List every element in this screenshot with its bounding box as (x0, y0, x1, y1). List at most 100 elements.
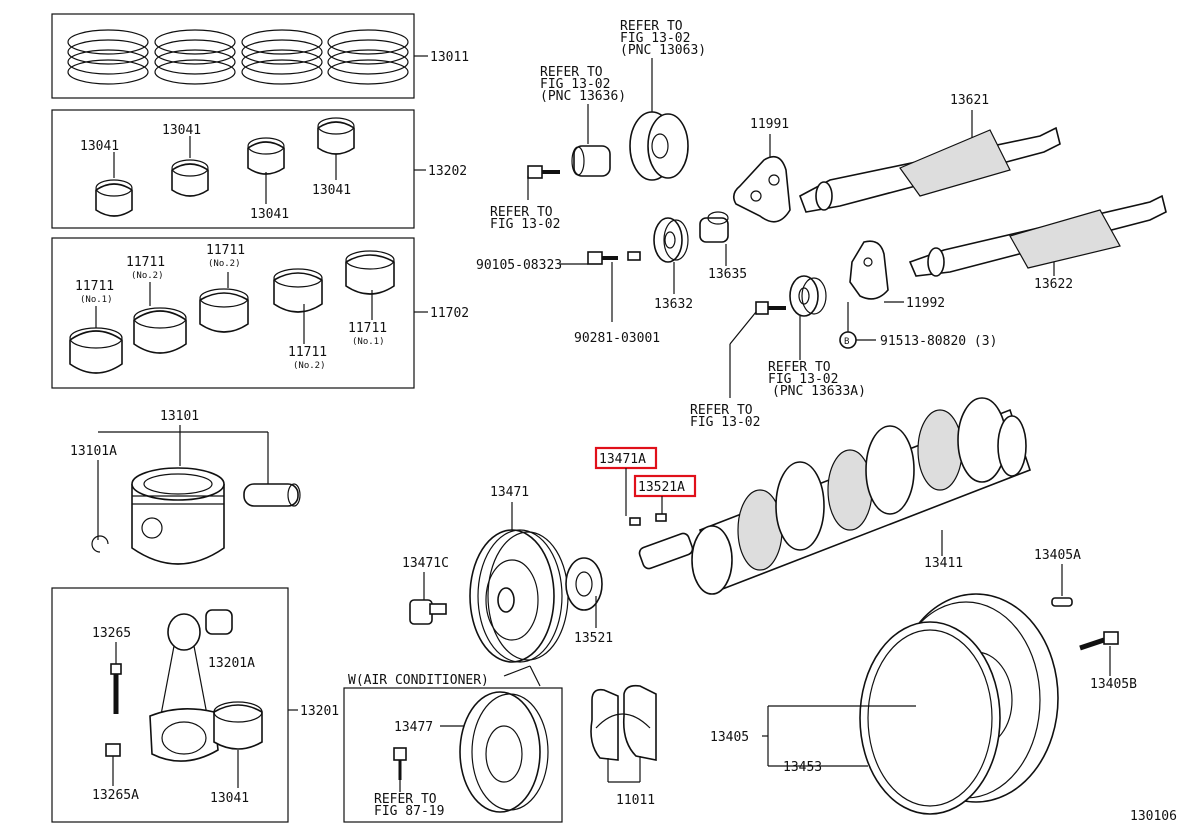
snap-ring-icon (91, 535, 109, 553)
connecting-rod-icon (149, 613, 219, 762)
callout-13471: 13471 (490, 485, 529, 500)
callout-90281: 90281-03001 (574, 331, 660, 346)
spacer-icon (699, 211, 729, 243)
piston-icon (131, 467, 225, 565)
callout-11711-no1-b: 11711 (348, 321, 387, 336)
callout-13041-a: 13041 (80, 139, 119, 154)
main-bearing-box (51, 237, 415, 389)
callout-11992: 11992 (906, 296, 945, 311)
callout-13621: 13621 (950, 93, 989, 108)
callout-13011: 13011 (430, 50, 469, 65)
bearing-gear-icon (653, 217, 689, 263)
ref1-line2: FIG 13-02 (620, 31, 690, 46)
callout-13405: 13405 (710, 730, 749, 745)
ac-box-title: W(AIR CONDITIONER) (348, 673, 489, 688)
callout-13622: 13622 (1034, 277, 1073, 292)
flywheel-icon (859, 593, 1059, 815)
ac-pulley-box (343, 687, 563, 823)
ref6-line2: FIG 87-19 (374, 804, 444, 819)
ref6-line1: REFER TO (374, 792, 437, 807)
callout-13041-b: 13041 (162, 123, 201, 138)
highlighted-keys-group: 13471A 13521A (594, 446, 697, 526)
callout-11711-no2-a: 11711 (126, 255, 165, 270)
callout-11711-no1-a-sub: (No.1) (80, 295, 113, 305)
shaft-bracket-lower-icon (849, 240, 889, 300)
connecting-rod-box (51, 587, 289, 823)
callout-13405B: 13405B (1090, 677, 1137, 692)
rod-bearing-box (51, 109, 415, 229)
timing-gear-icon (565, 557, 603, 611)
rod-nut-icon (105, 743, 121, 757)
main-bearing-set-group: 11711 (No.1) 11711 (No.2) 11711 (No.2) 1… (51, 237, 469, 389)
dowel-pin-icon (1051, 597, 1073, 607)
piston-group: 13101 13101A (70, 409, 301, 565)
callout-13041-c: 13041 (250, 207, 289, 222)
callout-13635: 13635 (708, 267, 747, 282)
balance-shaft-group: REFER TO FIG 13-02 (PNC 13063) REFER TO … (476, 19, 1167, 430)
air-conditioner-group: W(AIR CONDITIONER) 13477 REFER TO FIG 87… (343, 665, 563, 823)
callout-91513: 91513-80820 (3) (880, 334, 997, 349)
ref4-line3: (PNC 13633A) (772, 384, 866, 399)
callout-13101A: 13101A (70, 444, 117, 459)
callout-13471C: 13471C (402, 556, 449, 571)
callout-13521: 13521 (574, 631, 613, 646)
crankshaft-pulley-icon (469, 529, 569, 663)
callout-11711-no2-b-sub: (No.2) (208, 259, 241, 269)
lower-bolt-icon (755, 301, 786, 315)
callout-11711-no2-b: 11711 (206, 243, 245, 258)
balance-shaft-lower-icon (908, 194, 1167, 277)
ref2-line3: (PNC 13636) (540, 89, 626, 104)
callout-13632: 13632 (654, 297, 693, 312)
ref5-line2: FIG 13-02 (690, 415, 760, 430)
piston-ring-icon (67, 29, 409, 85)
pin-icon (627, 251, 641, 261)
callout-13471A: 13471A (599, 452, 646, 467)
thrust-washer-group: 11011 (590, 684, 657, 808)
lower-gear-icon (789, 275, 827, 317)
piston-pin-icon (243, 483, 301, 507)
balance-shaft-upper-icon (799, 126, 1061, 213)
callout-13405A: 13405A (1034, 548, 1081, 563)
callout-11011: 11011 (616, 793, 655, 808)
bearing-shell-icon (95, 117, 355, 217)
key-icon (629, 513, 667, 526)
crankshaft-group: 13411 (638, 397, 1032, 595)
ref4-line2: FIG 13-02 (768, 372, 838, 387)
ref2-line2: FIG 13-02 (540, 77, 610, 92)
rod-bolt-icon (110, 663, 122, 714)
small-end-bushing-icon (205, 609, 233, 635)
callout-11702: 11702 (430, 306, 469, 321)
ref5-line1: REFER TO (690, 403, 753, 418)
callout-13202: 13202 (428, 164, 467, 179)
callout-11711-no1-b-sub: (No.1) (352, 337, 385, 347)
callout-11711-no1-a: 11711 (75, 279, 114, 294)
ref1-line1: REFER TO (620, 19, 683, 34)
rod-bearing-icon (213, 701, 263, 750)
pulley-bolt-icon (409, 599, 447, 625)
callout-13041-d: 13041 (312, 183, 351, 198)
figure-id: 130106 (1130, 809, 1177, 824)
callout-13453: 13453 (783, 760, 822, 775)
callout-13477: 13477 (394, 720, 433, 735)
ac-bolt-icon (393, 747, 407, 780)
ref4-line1: REFER TO (768, 360, 831, 375)
crankshaft-icon (638, 397, 1032, 595)
flywheel-bolt-icon (1079, 631, 1119, 651)
callout-13101: 13101 (160, 409, 199, 424)
ac-pulley-icon (459, 691, 549, 813)
small-bolt-icon (527, 165, 560, 179)
callout-11991: 11991 (750, 117, 789, 132)
drive-gear-icon (629, 111, 689, 181)
idler-shaft-icon (571, 145, 611, 177)
shaft-bracket-upper-icon (732, 155, 791, 223)
ref1-line3: (PNC 13063) (620, 43, 706, 58)
callout-90105: 90105-08323 (476, 258, 562, 273)
rod-bearing-set-group: 13041 13041 13041 13041 13202 (51, 109, 467, 229)
callout-13521A: 13521A (638, 480, 685, 495)
ref3-line2: FIG 13-02 (490, 217, 560, 232)
flywheel-group: 13405A 13405B 13405 13453 (710, 548, 1137, 815)
callout-11711-no2-c: 11711 (288, 345, 327, 360)
ref3-line1: REFER TO (490, 205, 553, 220)
